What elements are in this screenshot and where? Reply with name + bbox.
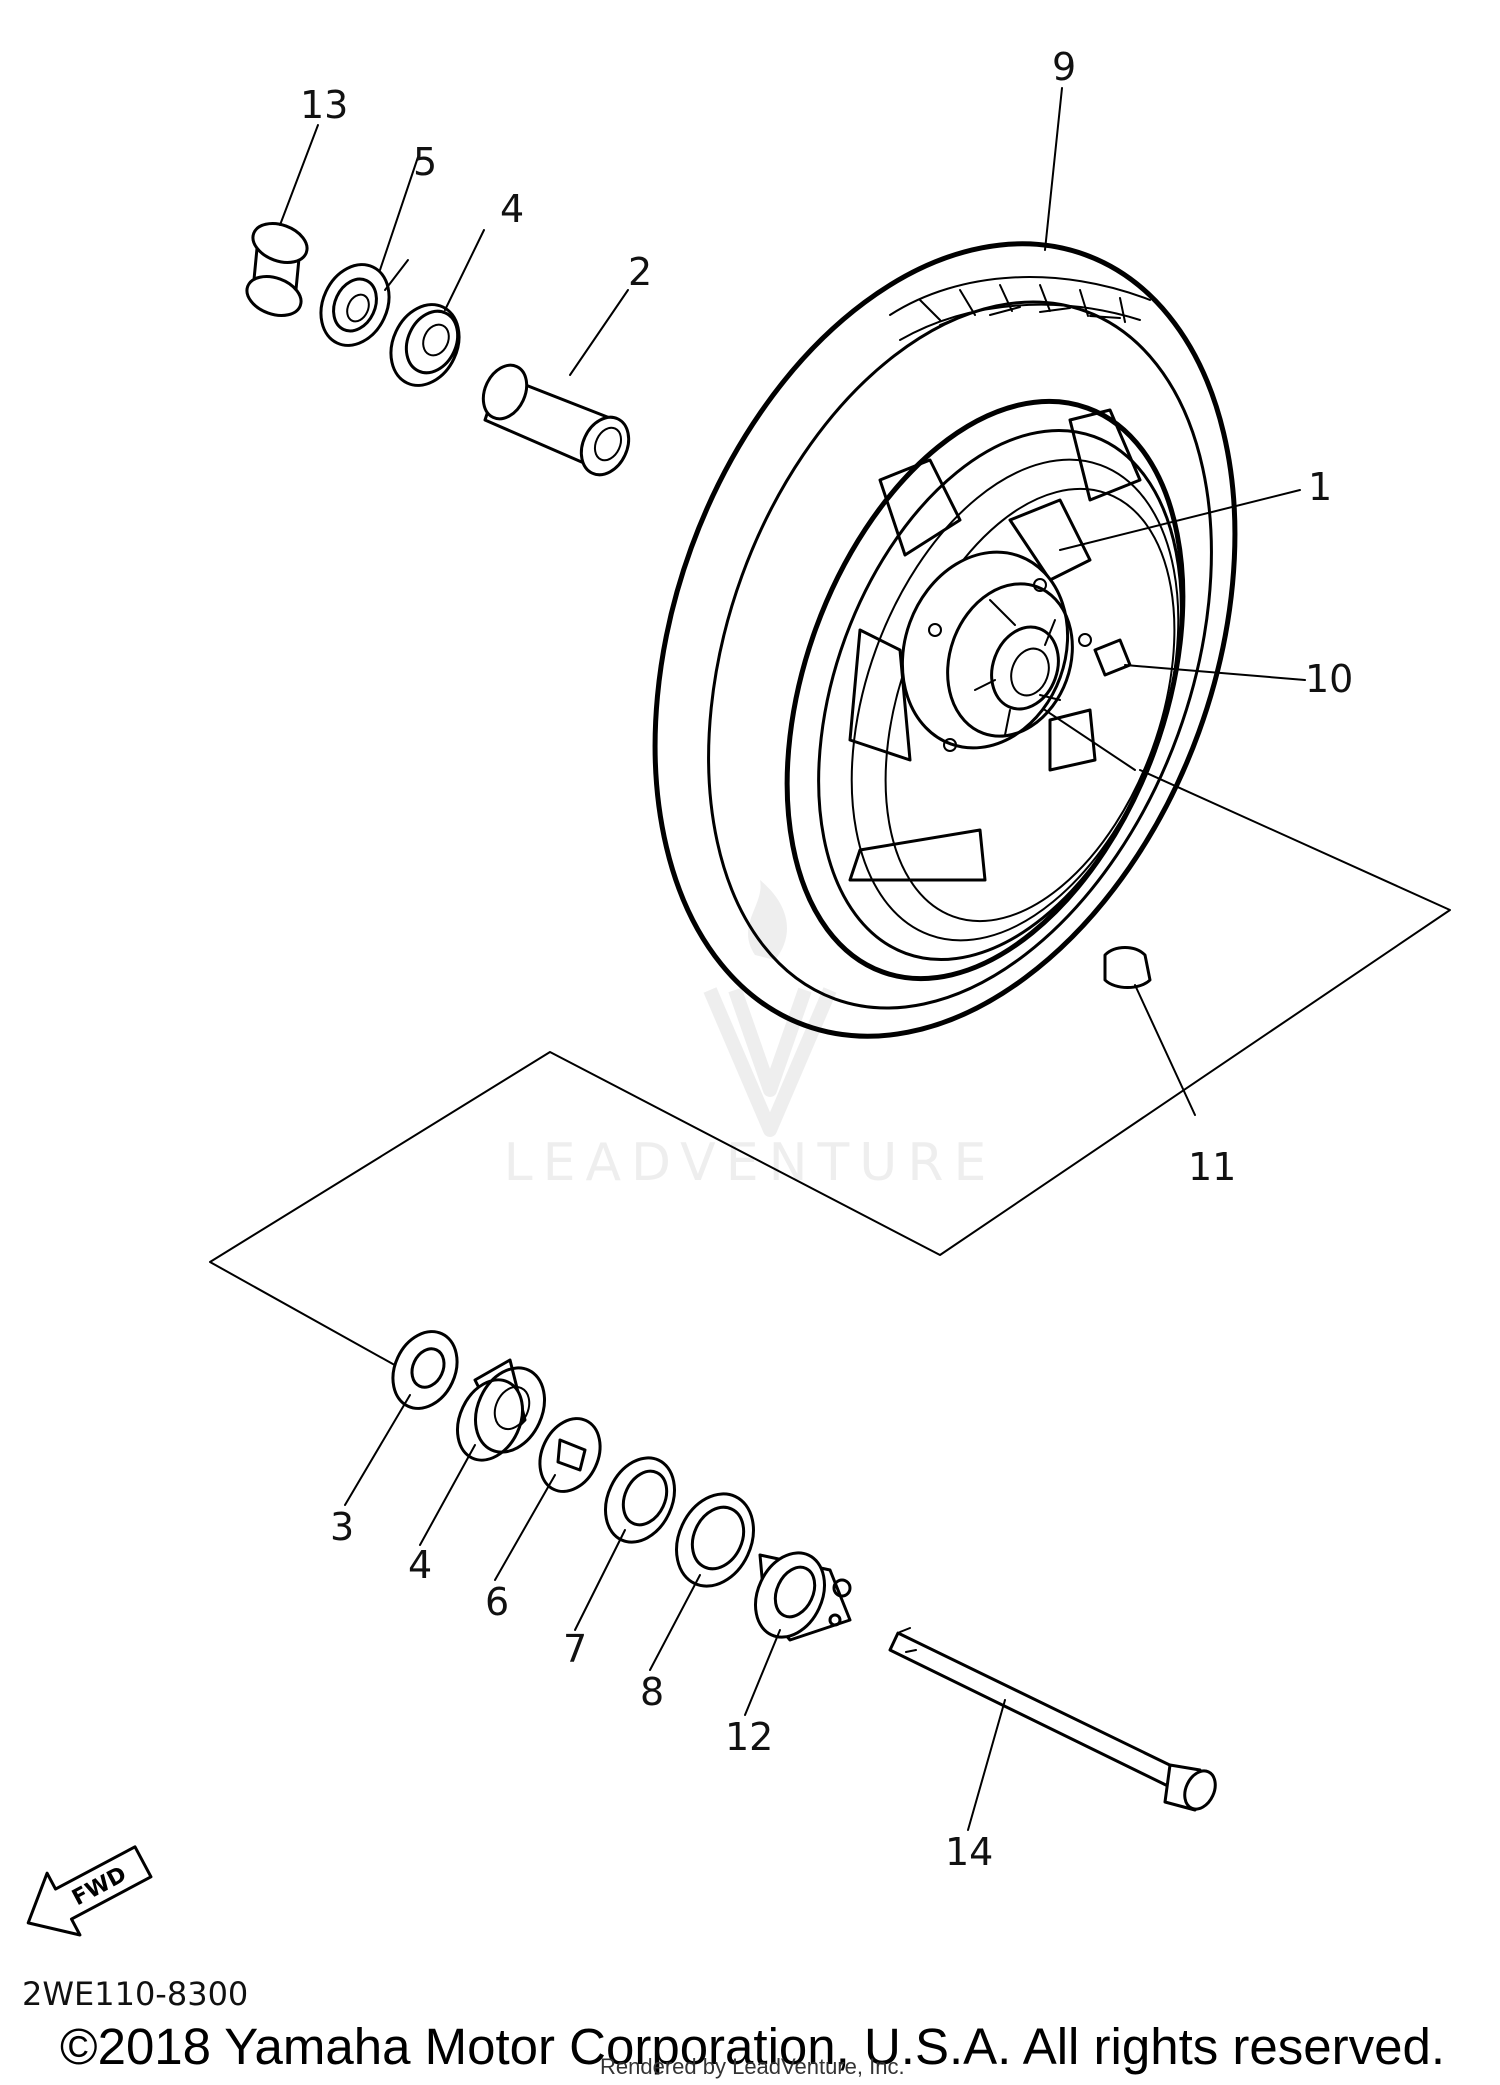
rim — [784, 398, 1186, 982]
part-label-4-upper: 4 — [500, 187, 524, 231]
valve — [1093, 638, 1132, 677]
bearing-4-upper — [389, 303, 461, 387]
copyright-notice: ©2018 Yamaha Motor Corporation, U.S.A. A… — [60, 2018, 1446, 2075]
assembly-guide-lines — [209, 679, 1451, 1369]
leader-lines — [279, 87, 1306, 1831]
oil-seal-8 — [675, 1492, 755, 1588]
part-label-12: 12 — [725, 1715, 773, 1759]
fwd-arrow: FWD — [26, 1845, 153, 1937]
part-label-1: 1 — [1308, 465, 1332, 509]
tire — [652, 241, 1238, 1039]
bearing-4-lower — [456, 1358, 546, 1462]
part-label-4-lower: 4 — [408, 1543, 432, 1587]
spacer-2 — [481, 363, 631, 477]
spoke-cutouts — [848, 408, 1142, 882]
hub — [900, 550, 1092, 752]
part-label-14: 14 — [945, 1830, 993, 1874]
part-labels: 1 2 3 4 4 5 6 7 8 9 10 11 12 13 14 — [300, 45, 1353, 1874]
retainer-6 — [538, 1417, 602, 1493]
gear-unit-12 — [754, 1551, 852, 1642]
part-label-8: 8 — [640, 1670, 664, 1714]
watermark-text: LEADVENTURE — [504, 1133, 997, 1193]
part-label-11: 11 — [1188, 1145, 1236, 1189]
part-label-3: 3 — [330, 1505, 354, 1549]
bearing-5 — [319, 263, 391, 347]
part-label-7: 7 — [563, 1627, 587, 1671]
collar-13 — [245, 222, 309, 317]
oil-seal-3 — [391, 1330, 459, 1410]
front-wheel-assembly — [652, 241, 1238, 1039]
diagram-code: 2WE110-8300 — [22, 1975, 249, 2013]
balance-weight — [1103, 946, 1152, 989]
axle-14 — [888, 1627, 1217, 1812]
part-label-6: 6 — [485, 1580, 509, 1624]
leadventure-watermark: LEADVENTURE — [504, 880, 997, 1193]
part-label-10: 10 — [1305, 657, 1353, 701]
part-label-13: 13 — [300, 83, 348, 127]
part-label-2: 2 — [628, 250, 652, 294]
clutch-7 — [604, 1456, 676, 1544]
rendered-by-notice: Rendered by LeadVenture, Inc. — [600, 2054, 905, 2079]
part-label-5: 5 — [413, 140, 437, 184]
part-label-9: 9 — [1052, 45, 1076, 89]
